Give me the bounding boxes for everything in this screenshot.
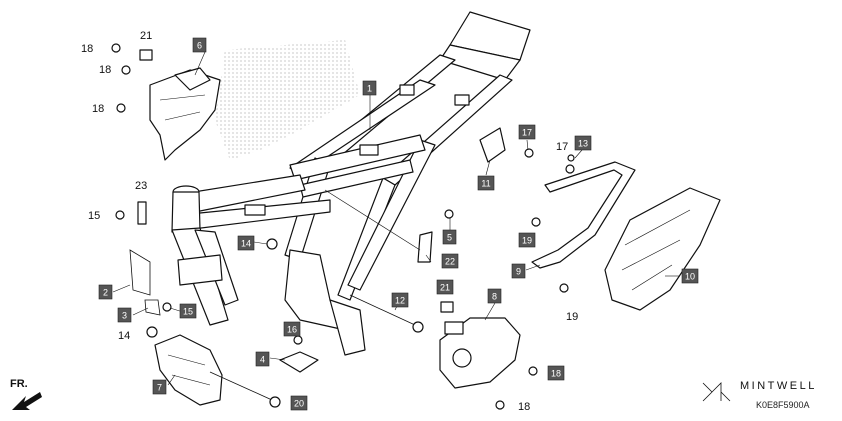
brand-logo-icon — [702, 382, 731, 402]
part-3-clamp — [144, 299, 161, 316]
svg-text:21: 21 — [440, 283, 450, 293]
svg-text:10: 10 — [685, 272, 695, 282]
callout-17-plain: 17 — [556, 141, 568, 153]
callout-19-plain: 19 — [566, 311, 578, 323]
svg-text:20: 20 — [294, 399, 304, 409]
part-20-bolt — [209, 371, 281, 408]
callout-15-plain: 15 — [88, 210, 100, 222]
svg-text:19: 19 — [566, 311, 578, 323]
svg-text:23: 23 — [135, 180, 147, 192]
svg-text:4: 4 — [260, 355, 265, 365]
part-2-clamp — [129, 249, 151, 296]
svg-text:14: 14 — [118, 330, 130, 342]
callout-4: 4 — [255, 351, 270, 367]
main-frame — [171, 11, 531, 356]
callout-19-boxed: 19 — [518, 232, 536, 248]
callout-23-plain: 23 — [135, 180, 147, 192]
fasteners — [111, 43, 575, 410]
svg-text:17: 17 — [522, 128, 532, 138]
part-10-guard — [604, 187, 721, 311]
part-12-bolt — [349, 294, 424, 333]
part-11-bracket — [479, 127, 506, 163]
svg-text:14: 14 — [241, 239, 251, 249]
callout-20: 20 — [290, 395, 308, 411]
callout-7: 7 — [152, 379, 167, 395]
callout-18-plain-3: 18 — [92, 103, 104, 115]
svg-text:12: 12 — [395, 296, 405, 306]
callout-21-boxed: 21 — [436, 279, 454, 295]
callout-10: 10 — [681, 268, 699, 284]
callout-18-plain-1: 18 — [81, 43, 93, 55]
svg-text:13: 13 — [578, 139, 588, 149]
svg-text:17: 17 — [556, 141, 568, 153]
callout-17-boxed: 17 — [518, 124, 536, 140]
svg-text:15: 15 — [88, 210, 100, 222]
svg-text:8: 8 — [492, 292, 497, 302]
callout-3: 3 — [117, 307, 132, 323]
svg-text:21: 21 — [140, 30, 152, 42]
svg-text:9: 9 — [516, 267, 521, 277]
callout-15-boxed: 15 — [179, 303, 197, 319]
part-9-rail — [531, 161, 636, 269]
svg-text:18: 18 — [81, 43, 93, 55]
callout-11: 11 — [477, 175, 495, 191]
callout-1: 1 — [362, 80, 377, 96]
callout-18-boxed: 18 — [547, 365, 565, 381]
part-6-cover — [149, 67, 221, 161]
svg-text:15: 15 — [183, 307, 193, 317]
callout-12: 12 — [391, 292, 409, 308]
callout-22: 22 — [441, 253, 459, 269]
callout-14-boxed: 14 — [237, 235, 255, 251]
svg-text:18: 18 — [99, 64, 111, 76]
callout-18-plain-4: 18 — [518, 401, 530, 413]
part-7-cover — [154, 334, 223, 406]
direction-label: FR. — [10, 378, 28, 390]
callout-16: 16 — [283, 321, 301, 337]
callout-9: 9 — [511, 263, 526, 279]
svg-text:18: 18 — [551, 369, 561, 379]
callout-8: 8 — [487, 288, 502, 304]
shading-region — [215, 40, 360, 160]
svg-text:16: 16 — [287, 325, 297, 335]
svg-text:11: 11 — [481, 179, 490, 189]
diagram-code: K0E8F5900A — [756, 400, 810, 410]
callout-18-plain-2: 18 — [99, 64, 111, 76]
svg-text:19: 19 — [522, 236, 532, 246]
part-8-cover — [439, 317, 521, 389]
callout-6: 6 — [192, 37, 207, 53]
front-direction-arrow-icon — [12, 392, 42, 410]
svg-text:18: 18 — [92, 103, 104, 115]
callout-21-plain: 21 — [140, 30, 152, 42]
part-4-clip — [279, 351, 319, 373]
svg-text:3: 3 — [122, 311, 127, 321]
svg-text:22: 22 — [445, 257, 455, 267]
svg-text:2: 2 — [103, 288, 108, 298]
svg-text:7: 7 — [157, 383, 162, 393]
callout-13: 13 — [574, 135, 592, 151]
part-22-tie — [417, 231, 433, 263]
svg-text:1: 1 — [367, 84, 372, 94]
callout-2: 2 — [98, 284, 113, 300]
brand-name: MINTWELL — [740, 380, 817, 392]
svg-text:18: 18 — [518, 401, 530, 413]
callout-14-plain: 14 — [118, 330, 130, 342]
svg-text:6: 6 — [197, 41, 202, 51]
callout-5: 5 — [442, 229, 457, 245]
svg-text:5: 5 — [447, 233, 452, 243]
